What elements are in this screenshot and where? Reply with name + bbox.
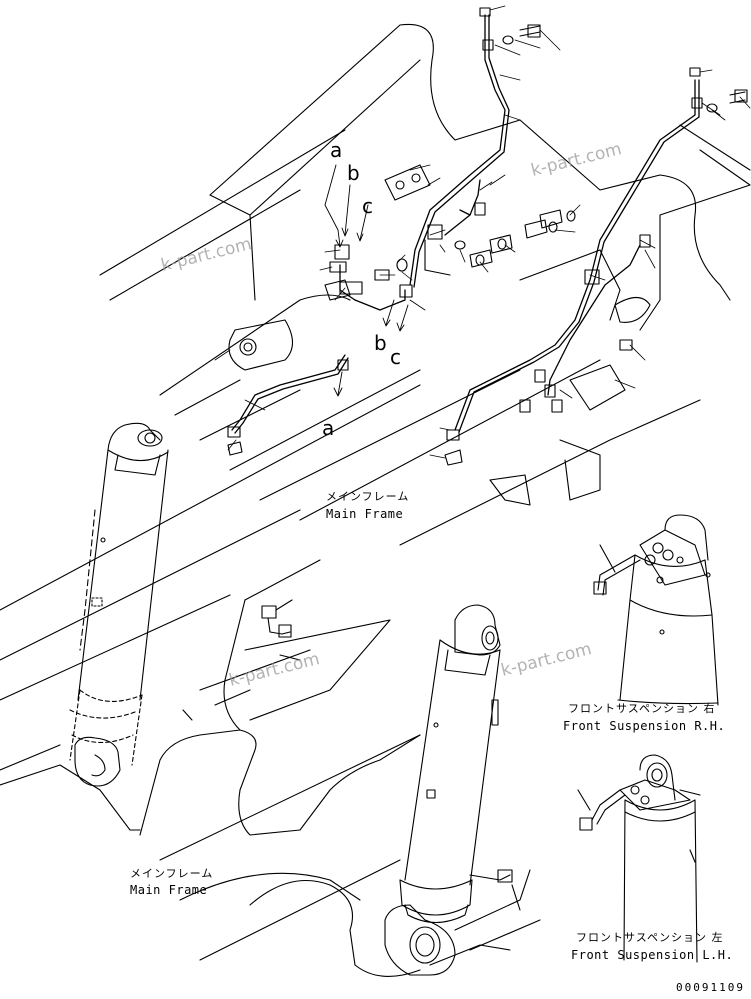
callout-a-top: a: [330, 138, 343, 162]
main-frame-lower-en: Main Frame: [130, 883, 208, 897]
left-suspension-cylinder: [70, 423, 168, 786]
front-suspension-rh: [594, 515, 718, 705]
front-susp-rh-jp: フロントサスペンション 右: [568, 702, 716, 715]
callout-c-top: c: [362, 194, 373, 218]
callout-c-mid: c: [390, 345, 401, 369]
main-frame-lower-jp: メインフレーム: [130, 867, 214, 880]
elbow-fitting: [262, 600, 292, 637]
drawing-code: 00091109: [676, 981, 745, 994]
center-suspension-cylinder: [385, 605, 520, 975]
upper-main-frame: [100, 24, 750, 545]
hydraulic-piping: [232, 15, 699, 433]
front-suspension-lh: [578, 755, 700, 962]
callout-b-mid: b: [374, 331, 387, 355]
lower-main-frame: [0, 385, 540, 976]
callout-b-top: b: [347, 161, 360, 185]
callout-arrows: [325, 165, 408, 396]
front-susp-lh-jp: フロントサスペンション 左: [576, 931, 724, 944]
fittings: [228, 8, 747, 465]
front-susp-rh-en: Front Suspension R.H.: [563, 719, 726, 733]
front-susp-lh-en: Front Suspension L.H.: [571, 948, 734, 962]
leader-lines: [215, 6, 750, 458]
main-frame-upper-jp: メインフレーム: [326, 490, 410, 503]
main-frame-upper-en: Main Frame: [326, 507, 404, 521]
callout-a-low: a: [322, 416, 335, 440]
